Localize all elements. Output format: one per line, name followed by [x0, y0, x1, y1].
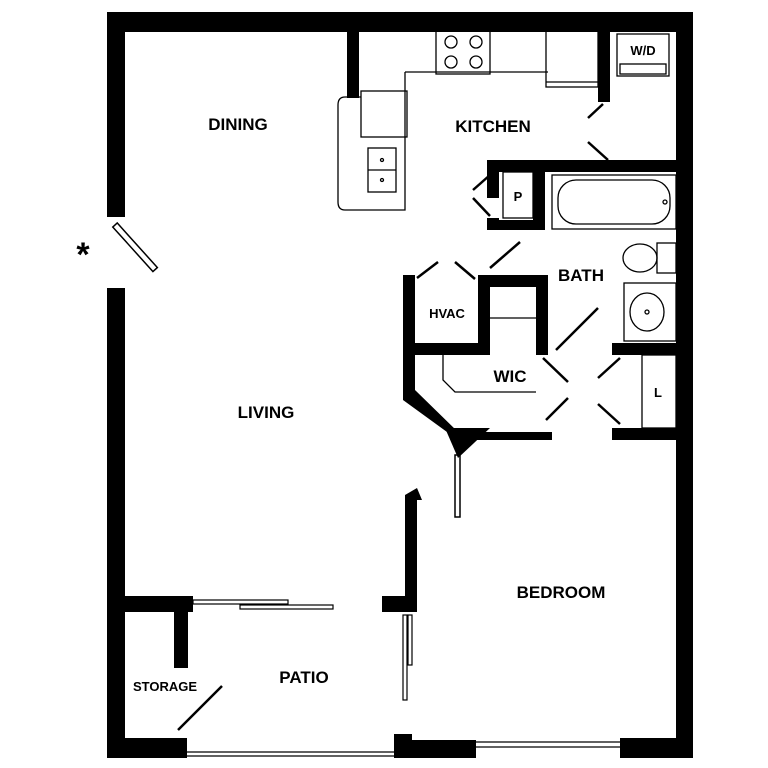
wall-bottom-right [620, 738, 693, 758]
wall-wic-left-outer [403, 343, 415, 393]
label-wic: WIC [493, 367, 526, 386]
wall-left-upper [107, 12, 125, 217]
label-storage: STORAGE [133, 679, 197, 694]
washer-dryer-icon [616, 33, 670, 77]
label-hvac: HVAC [429, 306, 465, 321]
interior-walls [107, 28, 687, 668]
label-dining: DINING [208, 115, 268, 134]
wall-bedroom-stub [382, 596, 417, 612]
pantry-shelf [502, 171, 534, 219]
exterior-walls [107, 12, 693, 758]
sink-drain-a [379, 157, 385, 163]
doors [111, 103, 621, 757]
label-bath: BATH [558, 266, 604, 285]
linen-door-a [597, 357, 621, 379]
linen-door-b [597, 403, 621, 425]
pantry-door-a [472, 174, 491, 191]
wic-shelf [442, 355, 536, 393]
wall-pantry-right [533, 160, 545, 230]
refrigerator-icon [545, 29, 599, 88]
stove-icon [435, 29, 491, 75]
label-bedroom: BEDROOM [517, 583, 606, 602]
wall-bath-top [487, 160, 687, 172]
label-washer-dryer: W/D [630, 43, 655, 58]
wall-pantry-left [487, 160, 499, 198]
wall-laundry [598, 28, 610, 102]
basin [629, 292, 665, 332]
hvac-door-a [416, 261, 439, 279]
bath-door-a [489, 241, 521, 269]
kitchen-counter [337, 71, 548, 211]
wd-base [619, 63, 667, 75]
fixtures [337, 29, 677, 429]
burner-1 [444, 35, 458, 49]
linen-shelf [641, 354, 677, 429]
label-linen: L [654, 385, 662, 400]
dishwasher-icon [360, 90, 408, 138]
wall-hvac-left [403, 275, 415, 345]
vanity-sink-icon [623, 282, 677, 342]
wic-door-a [545, 397, 569, 421]
wall-top [107, 12, 693, 32]
bath-door-c [542, 357, 569, 383]
wall-bedroom-tip [405, 488, 422, 500]
laundry-door-a [587, 103, 604, 119]
label-patio: PATIO [279, 668, 328, 687]
hvac-door-b [454, 261, 476, 280]
wall-linen-bottom [612, 428, 682, 440]
wall-hvac-top [478, 275, 548, 287]
wall-linen-top [612, 343, 682, 355]
wall-wic-diagonal [403, 390, 552, 440]
tub-inner [557, 179, 671, 225]
wall-bottom-left [107, 738, 187, 758]
toilet-icon [622, 243, 658, 273]
laundry-door-b [587, 141, 609, 161]
wall-left-lower [107, 288, 125, 758]
label-pantry: P [514, 189, 523, 204]
bedroom-slider-b [407, 614, 413, 666]
bathtub-icon [551, 174, 677, 230]
wall-bedroom-living-upper [405, 495, 417, 610]
burner-2 [469, 35, 483, 49]
bath-door-b [555, 307, 599, 351]
wall-storage [174, 596, 188, 668]
entry-marker: * [76, 236, 90, 274]
entry-door [111, 221, 159, 273]
room-labels: DINING KITCHEN W/D P BATH HVAC WIC L LIV… [76, 43, 662, 694]
wall-hvac-mid [478, 275, 490, 355]
pantry-door-b [472, 197, 491, 217]
wall-dining-kitchen [347, 28, 359, 98]
bedroom-door [454, 454, 461, 518]
wall-right [676, 12, 693, 758]
wall-wic-corner-wedge [445, 428, 490, 458]
storage-door [177, 685, 223, 731]
toilet-tank [656, 242, 677, 274]
sink-drain-b [379, 177, 385, 183]
label-living: LIVING [238, 403, 295, 422]
patio-slider-a [192, 599, 289, 605]
wall-pantry-bottom [487, 220, 545, 230]
wall-wic-right [536, 275, 548, 355]
label-kitchen: KITCHEN [455, 117, 531, 136]
patio-slider-b [239, 604, 334, 610]
burner-3 [444, 55, 458, 69]
burner-4 [469, 55, 483, 69]
wall-patio-top [107, 596, 193, 612]
wall-hvac-bottom [403, 343, 490, 355]
bedroom-slider-a [402, 614, 408, 701]
wall-bottom-mid2 [394, 740, 476, 758]
tub-drain [662, 199, 668, 205]
basin-drain [644, 309, 650, 315]
